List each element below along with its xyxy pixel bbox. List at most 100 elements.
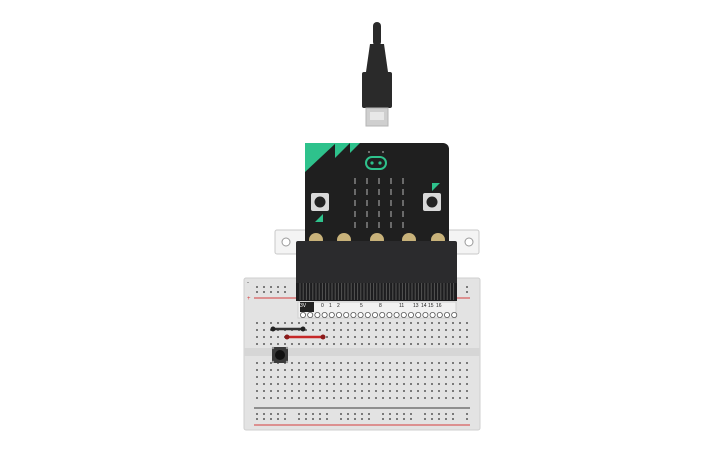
edge-connector-hole[interactable] <box>343 311 350 318</box>
breadboard-hole[interactable] <box>326 362 328 364</box>
button-b[interactable] <box>423 193 441 211</box>
breadboard-hole[interactable] <box>382 362 384 364</box>
breadboard-hole[interactable] <box>291 383 293 385</box>
breadboard-hole[interactable] <box>396 343 398 345</box>
breadboard-hole[interactable] <box>389 369 391 371</box>
breadboard-hole[interactable] <box>284 369 286 371</box>
breadboard-hole[interactable] <box>263 362 265 364</box>
breadboard-hole[interactable] <box>375 322 377 324</box>
edge-connector-hole[interactable] <box>350 311 357 318</box>
breadboard-hole[interactable] <box>312 369 314 371</box>
breadboard-hole[interactable] <box>410 418 412 420</box>
breadboard-hole[interactable] <box>284 418 286 420</box>
breadboard-hole[interactable] <box>396 322 398 324</box>
breadboard-hole[interactable] <box>263 369 265 371</box>
edge-connector-hole[interactable] <box>364 311 371 318</box>
breadboard-hole[interactable] <box>410 376 412 378</box>
breadboard-hole[interactable] <box>410 369 412 371</box>
breadboard-hole[interactable] <box>368 376 370 378</box>
breadboard-hole[interactable] <box>389 397 391 399</box>
breadboard-hole[interactable] <box>354 362 356 364</box>
breadboard-hole[interactable] <box>354 336 356 338</box>
breadboard-hole[interactable] <box>312 413 314 415</box>
breadboard-hole[interactable] <box>396 376 398 378</box>
breadboard-hole[interactable] <box>389 343 391 345</box>
breadboard-hole[interactable] <box>298 418 300 420</box>
breadboard-hole[interactable] <box>347 336 349 338</box>
edge-connector-hole[interactable] <box>371 311 378 318</box>
breadboard-hole[interactable] <box>326 322 328 324</box>
breadboard-hole[interactable] <box>382 397 384 399</box>
breadboard-hole[interactable] <box>256 362 258 364</box>
breadboard-hole[interactable] <box>347 343 349 345</box>
breadboard-hole[interactable] <box>382 383 384 385</box>
edge-connector-hole[interactable] <box>314 311 321 318</box>
breadboard-hole[interactable] <box>263 390 265 392</box>
breadboard-hole[interactable] <box>270 286 272 288</box>
breadboard-hole[interactable] <box>340 329 342 331</box>
breadboard-hole[interactable] <box>459 336 461 338</box>
breadboard-hole[interactable] <box>312 376 314 378</box>
breadboard-hole[interactable] <box>389 413 391 415</box>
breadboard-hole[interactable] <box>333 362 335 364</box>
breadboard-hole[interactable] <box>438 322 440 324</box>
breadboard-hole[interactable] <box>452 383 454 385</box>
breadboard-hole[interactable] <box>305 376 307 378</box>
breadboard-hole[interactable] <box>452 418 454 420</box>
breadboard-hole[interactable] <box>340 390 342 392</box>
breadboard-hole[interactable] <box>459 329 461 331</box>
breadboard-hole[interactable] <box>431 343 433 345</box>
breadboard-hole[interactable] <box>298 343 300 345</box>
breadboard-hole[interactable] <box>431 413 433 415</box>
breadboard-hole[interactable] <box>368 413 370 415</box>
edge-connector-hole[interactable] <box>407 311 414 318</box>
breadboard-hole[interactable] <box>459 369 461 371</box>
breadboard-hole[interactable] <box>438 362 440 364</box>
edge-connector-hole[interactable] <box>307 311 314 318</box>
breadboard-hole[interactable] <box>375 362 377 364</box>
breadboard-hole[interactable] <box>424 390 426 392</box>
breadboard-hole[interactable] <box>452 329 454 331</box>
edge-connector-hole[interactable] <box>328 311 335 318</box>
breadboard-hole[interactable] <box>263 291 265 293</box>
breadboard-hole[interactable] <box>368 343 370 345</box>
breadboard-hole[interactable] <box>445 376 447 378</box>
breadboard-hole[interactable] <box>361 390 363 392</box>
breadboard-hole[interactable] <box>270 376 272 378</box>
breadboard-hole[interactable] <box>340 343 342 345</box>
breadboard-hole[interactable] <box>403 369 405 371</box>
breadboard-hole[interactable] <box>389 383 391 385</box>
breadboard-hole[interactable] <box>319 343 321 345</box>
breadboard-hole[interactable] <box>361 376 363 378</box>
breadboard-hole[interactable] <box>305 397 307 399</box>
breadboard-hole[interactable] <box>382 329 384 331</box>
breadboard-hole[interactable] <box>361 369 363 371</box>
breadboard-hole[interactable] <box>445 329 447 331</box>
breadboard-hole[interactable] <box>333 383 335 385</box>
breadboard-hole[interactable] <box>319 376 321 378</box>
breadboard-hole[interactable] <box>340 397 342 399</box>
usb-cable-icon[interactable] <box>362 22 392 127</box>
breadboard-hole[interactable] <box>389 336 391 338</box>
breadboard-hole[interactable] <box>431 376 433 378</box>
breadboard-hole[interactable] <box>270 383 272 385</box>
breadboard-hole[interactable] <box>396 390 398 392</box>
breadboard-hole[interactable] <box>319 383 321 385</box>
breadboard-hole[interactable] <box>396 336 398 338</box>
breadboard-hole[interactable] <box>424 369 426 371</box>
breadboard-hole[interactable] <box>361 343 363 345</box>
breadboard-hole[interactable] <box>263 343 265 345</box>
breadboard-hole[interactable] <box>284 286 286 288</box>
breadboard-hole[interactable] <box>424 418 426 420</box>
breadboard-hole[interactable] <box>389 329 391 331</box>
edge-connector-hole[interactable] <box>400 311 407 318</box>
breadboard-hole[interactable] <box>459 390 461 392</box>
breadboard-hole[interactable] <box>333 329 335 331</box>
breadboard-hole[interactable] <box>466 376 468 378</box>
breadboard-hole[interactable] <box>361 397 363 399</box>
breadboard-hole[interactable] <box>375 397 377 399</box>
breadboard-hole[interactable] <box>263 383 265 385</box>
breadboard-hole[interactable] <box>466 390 468 392</box>
breadboard-hole[interactable] <box>361 362 363 364</box>
breadboard-hole[interactable] <box>431 418 433 420</box>
